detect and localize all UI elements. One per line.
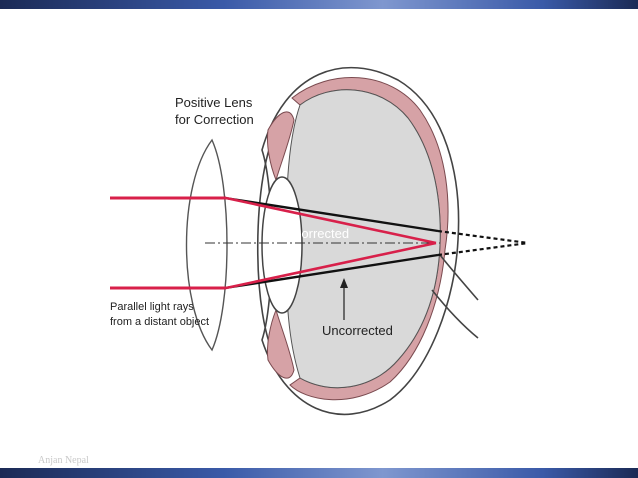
footer-author: Anjan Nepal	[38, 455, 89, 466]
corrected-label: Corrected	[292, 226, 349, 241]
rays-label-line1: Parallel light rays	[110, 301, 194, 313]
uncorrected-extension-upper	[437, 229, 529, 245]
rays-label-line2: from a distant object	[110, 316, 209, 328]
uncorrected-ray-upper	[224, 196, 439, 233]
iris-lower	[267, 308, 295, 379]
uncorrected-ray-lower	[224, 253, 439, 290]
top-decorative-bar	[0, 0, 638, 9]
optic-nerve	[439, 254, 479, 301]
lens-label-line1: Positive Lens	[175, 95, 253, 110]
uncorrected-label: Uncorrected	[322, 323, 393, 338]
bottom-decorative-bar	[0, 468, 638, 478]
uncorrected-extension-lower	[437, 241, 529, 257]
corrected-ray-lower	[225, 241, 437, 290]
optic-nerve-lower	[431, 289, 479, 339]
uncorrected-pointer-arrowhead	[340, 278, 348, 288]
iris-upper	[267, 111, 295, 182]
crystalline-lens	[261, 176, 303, 314]
corrected-ray-upper	[225, 196, 437, 245]
lens-label-line2: for Correction	[175, 112, 254, 127]
